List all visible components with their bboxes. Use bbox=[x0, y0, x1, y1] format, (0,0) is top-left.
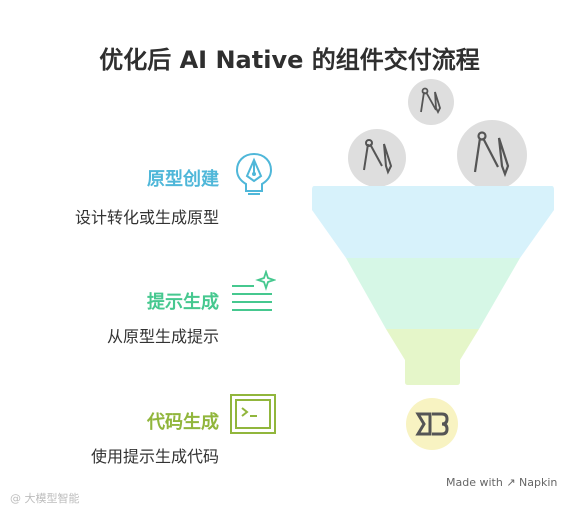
design-tools-bubble-left bbox=[348, 129, 406, 187]
made-with-napkin: Made with ↗ Napkin bbox=[446, 476, 557, 489]
terminal-icon bbox=[230, 394, 276, 434]
step-desc-prototype: 设计转化或生成原型 bbox=[74, 208, 219, 227]
funnel-layer-code bbox=[386, 329, 479, 385]
design-tools-bubble-top bbox=[408, 79, 454, 125]
step-desc-prompt: 从原型生成提示 bbox=[106, 327, 219, 346]
step-title-prototype: 原型创建 bbox=[147, 169, 219, 190]
funnel-layer-prototype bbox=[312, 186, 554, 258]
made-with-label: Made with bbox=[446, 476, 503, 489]
watermark: @ 大模型智能 bbox=[10, 492, 80, 505]
design-tools-icon bbox=[363, 139, 393, 175]
napkin-icon: ↗ bbox=[506, 476, 516, 489]
lines-sparkle-icon bbox=[232, 270, 276, 311]
design-tools-bubble-right bbox=[457, 120, 527, 190]
code-logo-bubble bbox=[406, 398, 458, 450]
page-title: 优化后 AI Native 的组件交付流程 bbox=[99, 46, 480, 74]
napkin-brand: Napkin bbox=[519, 476, 558, 489]
design-tools-icon bbox=[473, 131, 510, 178]
funnel-diagram bbox=[312, 79, 554, 450]
pen-nib-icon bbox=[235, 152, 273, 195]
step-desc-code: 使用提示生成代码 bbox=[90, 447, 219, 466]
code-logo-icon bbox=[415, 412, 449, 436]
design-tools-icon bbox=[420, 87, 441, 115]
funnel-layer-prompt bbox=[346, 258, 520, 329]
step-title-code: 代码生成 bbox=[147, 412, 219, 433]
step-title-prompt: 提示生成 bbox=[147, 292, 219, 313]
